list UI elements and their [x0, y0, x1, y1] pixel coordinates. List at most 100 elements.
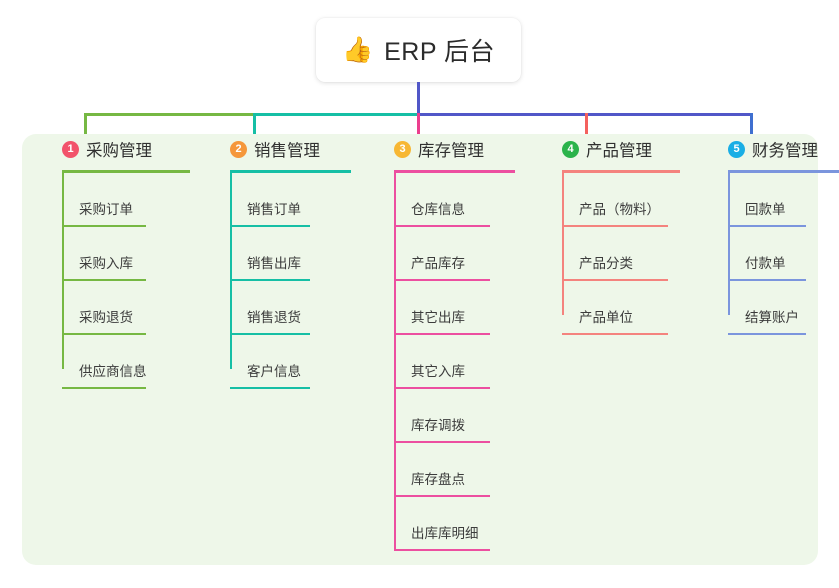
- column-title: 销售管理: [254, 142, 320, 160]
- list-item-rule: [394, 225, 490, 227]
- column-number-badge: 3: [394, 140, 411, 158]
- list-item[interactable]: 客户信息: [214, 335, 351, 389]
- column-header-rule: [62, 170, 190, 173]
- connector-drop-column-1: [84, 113, 87, 146]
- connector-horizontal-segment-2: [253, 113, 418, 116]
- list-item-rule: [394, 495, 490, 497]
- list-item-label: 其它出库: [411, 310, 465, 325]
- connector-horizontal-segment-1: [84, 113, 254, 116]
- list-item-rule: [62, 279, 146, 281]
- list-item[interactable]: 采购入库: [46, 227, 190, 281]
- list-item-label: 产品分类: [579, 256, 633, 271]
- list-item-label: 客户信息: [247, 364, 301, 379]
- connector-root-stem: [417, 82, 420, 115]
- list-item[interactable]: 采购退货: [46, 281, 190, 335]
- column-title: 产品管理: [586, 142, 652, 160]
- list-item[interactable]: 库存调拨: [378, 389, 515, 443]
- list-item[interactable]: 供应商信息: [46, 335, 190, 389]
- list-item-rule: [728, 225, 806, 227]
- list-item[interactable]: 销售退货: [214, 281, 351, 335]
- list-item[interactable]: 采购订单: [46, 173, 190, 227]
- column-number-badge: 4: [562, 140, 579, 158]
- list-item[interactable]: 结算账户: [712, 281, 839, 335]
- column-spine: [562, 173, 564, 315]
- list-item-rule: [394, 333, 490, 335]
- list-item-label: 销售订单: [247, 202, 301, 217]
- list-item-label: 付款单: [745, 256, 786, 271]
- column-spine: [394, 173, 396, 549]
- list-item-rule: [394, 441, 490, 443]
- list-item[interactable]: 其它入库: [378, 335, 515, 389]
- column-item-list: 销售订单销售出库销售退货客户信息: [214, 173, 351, 389]
- column-4: 4 产品管理产品（物料） 产品分类产品单位: [546, 134, 680, 335]
- column-header-5[interactable]: 5 财务管理: [712, 134, 839, 164]
- connector-drop-column-4: [585, 113, 588, 146]
- list-item-rule: [728, 333, 806, 335]
- column-number-badge: 2: [230, 140, 247, 158]
- list-item-label: 其它入库: [411, 364, 465, 379]
- list-item-rule: [562, 333, 668, 335]
- column-3: 3 库存管理仓库信息产品库存其它出库其它入库库存调拨库存盘点出库库明细: [378, 134, 515, 551]
- column-5: 5 财务管理回款单付款单结算账户: [712, 134, 839, 335]
- list-item[interactable]: 销售订单: [214, 173, 351, 227]
- list-item[interactable]: 出库库明细: [378, 497, 515, 551]
- list-item-rule: [230, 225, 310, 227]
- list-item-label: 产品（物料）: [579, 202, 660, 217]
- list-item-rule: [62, 387, 146, 389]
- column-spine: [230, 173, 232, 369]
- column-item-list: 采购订单采购入库采购退货供应商信息: [46, 173, 190, 389]
- list-item-label: 产品库存: [411, 256, 465, 271]
- list-item-rule: [230, 387, 310, 389]
- list-item-rule: [394, 549, 490, 551]
- list-item[interactable]: 付款单: [712, 227, 839, 281]
- list-item-label: 仓库信息: [411, 202, 465, 217]
- list-item-label: 回款单: [745, 202, 786, 217]
- column-2: 2 销售管理销售订单销售出库销售退货客户信息: [214, 134, 351, 389]
- list-item[interactable]: 其它出库: [378, 281, 515, 335]
- list-item-label: 结算账户: [745, 310, 799, 325]
- list-item-rule: [728, 279, 806, 281]
- column-spine: [728, 173, 730, 315]
- list-item[interactable]: 销售出库: [214, 227, 351, 281]
- column-header-3[interactable]: 3 库存管理: [378, 134, 515, 164]
- connector-drop-column-3: [417, 113, 420, 146]
- list-item-label: 采购退货: [79, 310, 133, 325]
- list-item-rule: [394, 387, 490, 389]
- column-title: 财务管理: [752, 142, 818, 160]
- list-item-rule: [230, 279, 310, 281]
- column-header-rule: [394, 170, 515, 173]
- list-item[interactable]: 库存盘点: [378, 443, 515, 497]
- column-header-4[interactable]: 4 产品管理: [546, 134, 680, 164]
- column-header-rule: [562, 170, 680, 173]
- column-number-badge: 5: [728, 140, 745, 158]
- list-item-label: 产品单位: [579, 310, 633, 325]
- list-item-rule: [62, 225, 146, 227]
- list-item-label: 销售出库: [247, 256, 301, 271]
- column-title: 采购管理: [86, 142, 152, 160]
- list-item[interactable]: 产品库存: [378, 227, 515, 281]
- column-header-rule: [728, 170, 839, 173]
- list-item-label: 库存盘点: [411, 472, 465, 487]
- column-item-list: 产品（物料） 产品分类产品单位: [546, 173, 680, 335]
- list-item-label: 销售退货: [247, 310, 301, 325]
- list-item-label: 库存调拨: [411, 418, 465, 433]
- connector-drop-column-5: [750, 113, 753, 146]
- column-header-2[interactable]: 2 销售管理: [214, 134, 351, 164]
- list-item[interactable]: 产品（物料）: [546, 173, 680, 227]
- list-item-rule: [230, 333, 310, 335]
- list-item[interactable]: 仓库信息: [378, 173, 515, 227]
- column-item-list: 仓库信息产品库存其它出库其它入库库存调拨库存盘点出库库明细: [378, 173, 515, 551]
- list-item-rule: [394, 279, 490, 281]
- list-item-label: 采购入库: [79, 256, 133, 271]
- list-item[interactable]: 回款单: [712, 173, 839, 227]
- list-item[interactable]: 产品单位: [546, 281, 680, 335]
- root-node-card[interactable]: 👍 ERP 后台: [316, 18, 521, 82]
- column-spine: [62, 173, 64, 369]
- list-item[interactable]: 产品分类: [546, 227, 680, 281]
- column-title: 库存管理: [418, 142, 484, 160]
- list-item-rule: [562, 225, 668, 227]
- column-header-rule: [230, 170, 351, 173]
